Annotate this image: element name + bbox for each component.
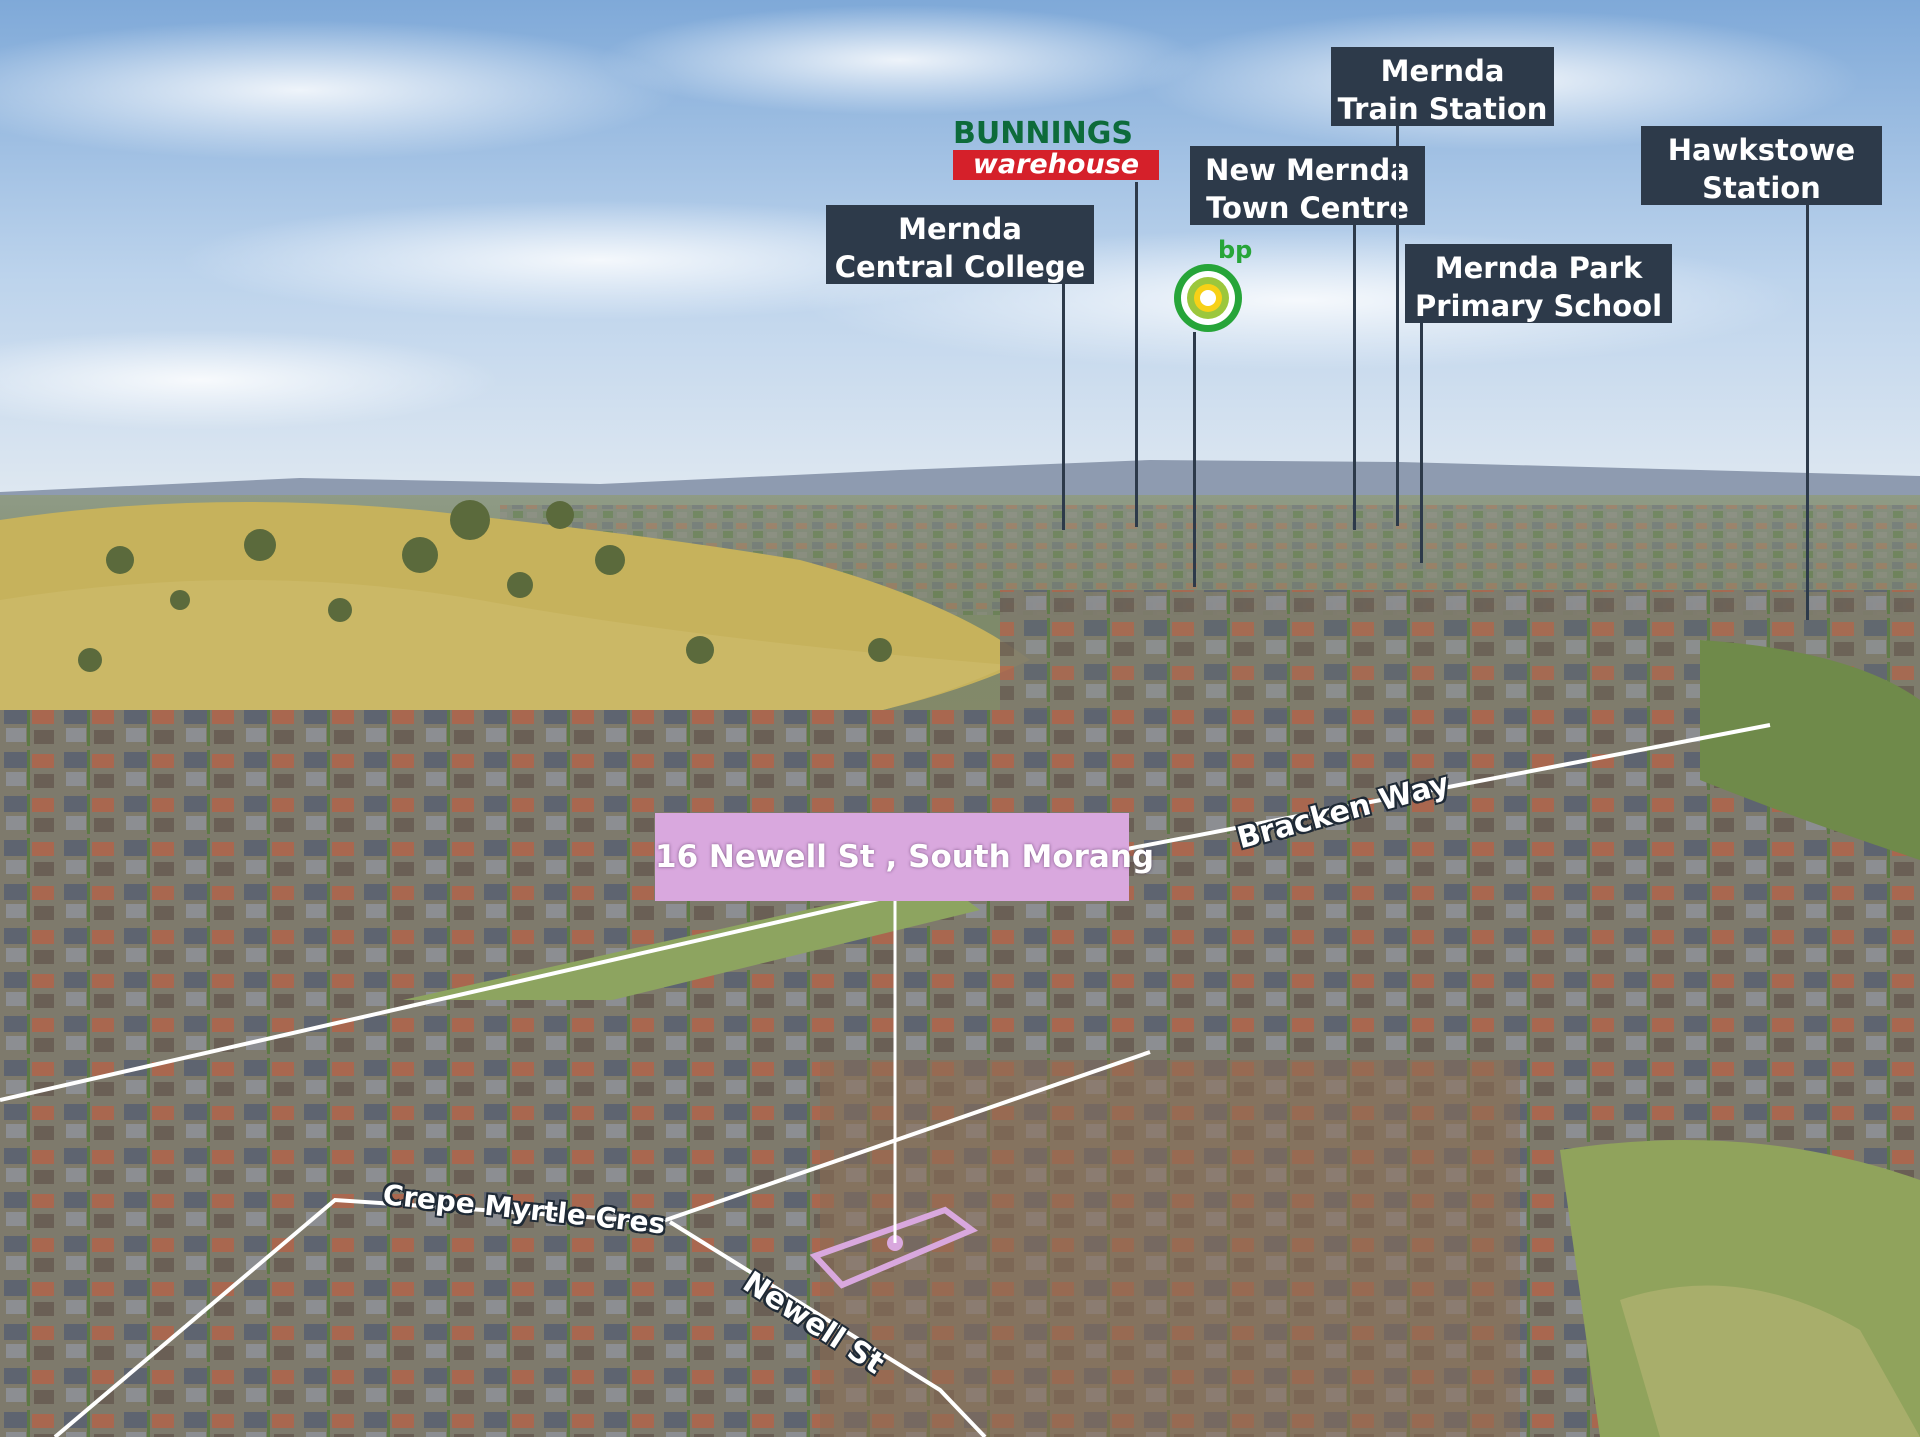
landmark-line: Town Centre — [1206, 191, 1409, 225]
bp-pin-line — [1193, 332, 1196, 587]
landmark-line: Mernda — [1380, 54, 1505, 88]
landmark-line: Primary School — [1414, 289, 1663, 323]
hawkstowe-station-pin-line — [1806, 205, 1809, 620]
landmark-label-new-mernda-town-centre: New Mernda Town Centre — [1190, 146, 1425, 225]
landmark-label-mernda-park-primary-school: Mernda Park Primary School — [1405, 244, 1672, 323]
landmark-label-hawkstowe-station: Hawkstowe Station — [1641, 126, 1882, 205]
landmark-line: Station — [1702, 171, 1821, 205]
landmark-label-mernda-central-college: Mernda Central College — [826, 205, 1094, 284]
bunnings-warehouse-logo: BUNNINGS warehouse — [953, 118, 1159, 182]
bp-logo-text: bp — [1218, 236, 1253, 264]
landmark-line: New Mernda — [1205, 153, 1410, 187]
landmark-line: Central College — [834, 250, 1086, 284]
bunnings-pin-line — [1135, 182, 1138, 527]
landmark-line: Hawkstowe — [1667, 133, 1856, 167]
mernda-park-primary-school-pin-line — [1420, 323, 1423, 563]
landmark-line: Train Station — [1337, 92, 1548, 126]
landmark-line: Mernda — [898, 212, 1022, 246]
bunnings-logo-warehouse: warehouse — [953, 150, 1159, 180]
landmark-line: Mernda Park — [1434, 251, 1643, 285]
bp-helios-icon — [1174, 264, 1242, 332]
bunnings-logo-wordmark: BUNNINGS — [953, 116, 1133, 151]
mernda-train-station-pin-line — [1396, 126, 1399, 526]
new-mernda-town-centre-pin-line — [1353, 225, 1356, 530]
mernda-central-college-pin-line — [1062, 284, 1065, 530]
property-address-banner: 16 Newell St , South Morang — [655, 813, 1154, 901]
landmark-label-mernda-train-station: Mernda Train Station — [1331, 47, 1554, 126]
